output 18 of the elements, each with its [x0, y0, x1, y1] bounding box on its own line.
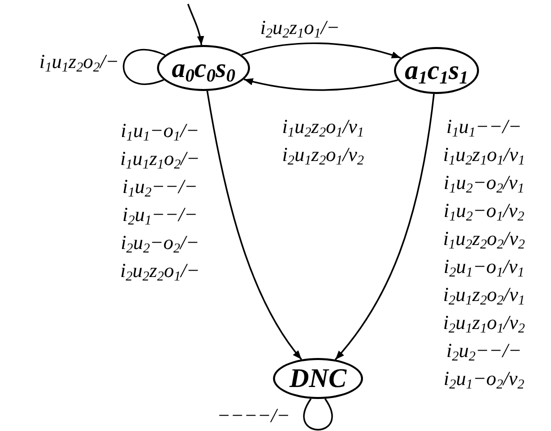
edge-label: i$_{2}$u$_{2}$z$_{1}$o$_{1}$/− — [260, 16, 340, 42]
edge-label: i$_{1}$u$_{2}$z$_{2}$o$_{1}$/v$_{1}$ i$_{2}$u$_{1}$z$_{2}$o$_{1}$/v$_{2}$ — [282, 115, 364, 169]
self-loop — [122, 48, 166, 85]
edge-label: i$_{1}$u$_{1}$−o$_{1}$/− i$_{1}$u$_{1}$z$_{1}$o$_{2}$/− i$_{1}$u$_{2}$−−/− i$_{2}$u$_{1}$−−/− i$_{2}$u$_{2}$−o$_{2}$/− i$_{2}$u$_{2}$z$_{2}$o$_{1}$/− — [120, 119, 200, 285]
arrow — [187, 4, 204, 46]
state-label: a$_{1}$c$_{1}$s$_{1}$ — [404, 55, 468, 86]
arrow — [241, 42, 401, 59]
state-ellipse — [157, 45, 250, 91]
state-label: DNC — [289, 363, 346, 394]
edge-label: i$_{1}$u$_{1}$−−/− i$_{1}$u$_{2}$z$_{1}$o$_{1}$/v$_{1}$ i$_{1}$u$_{2}$−o$_{2}$/v$_{1}$ i$_{1}$u$_{2}$−o$_{1}$/v$_{2}$ i$_{1}$u$_{2}$z$_{2}$o$_{2}$/v$_{2}$ i$_{2}$u$_{1}$−o$_{1}$/v$_{1}$ i$_{2}$u$_{1}$z$_{2}$o$_{2}$/v$_{1}$ i$_{2}$u$_{1}$z$_{1}$o$_{1}$/v$_{2}$ i$_{2}$u$_{2}$−−/− i$_{2}$u$_{1}$−o$_{2}$/v$_{2}$ — [443, 115, 525, 393]
arrow — [206, 90, 302, 360]
arrow — [334, 94, 435, 360]
state-label: a$_{0}$c$_{0}$s$_{0}$ — [172, 52, 236, 84]
edge-label: i$_{1}$u$_{1}$z$_{2}$o$_{2}$/− — [39, 50, 119, 76]
self-loop — [303, 398, 333, 430]
arrow — [244, 78, 398, 91]
edge-label: −−−−/− — [216, 404, 290, 429]
state-ellipse — [394, 47, 479, 94]
